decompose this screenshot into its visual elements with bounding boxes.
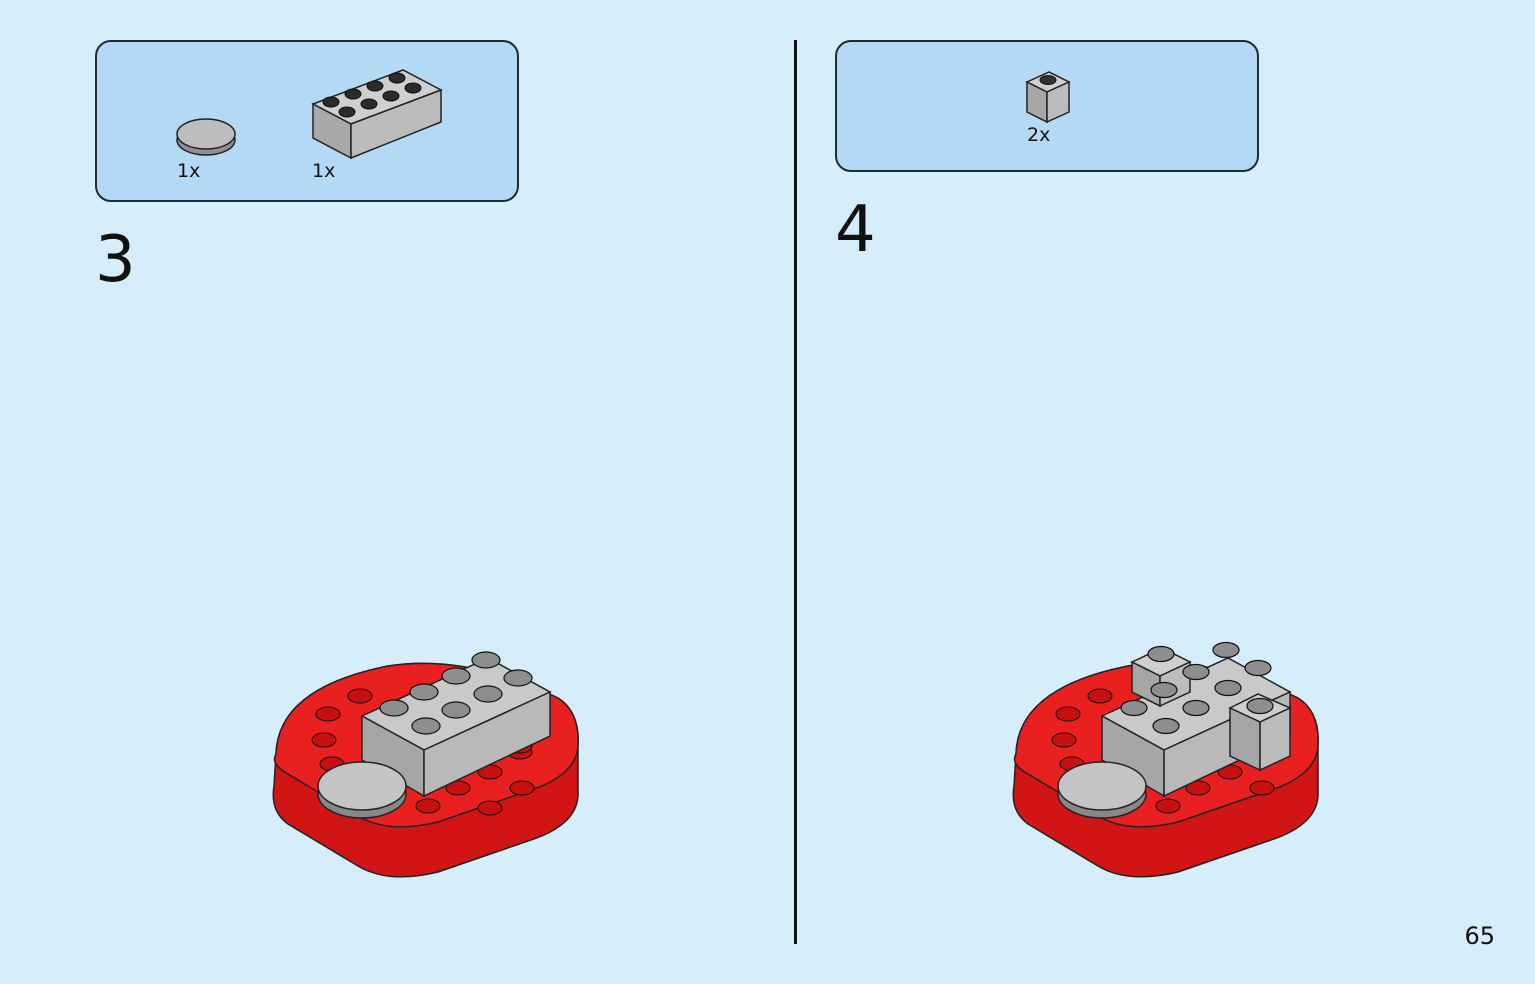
brick-2x4-gray-icon [311, 69, 443, 160]
parts-callout-step-3: 1x 1x [95, 40, 519, 202]
step-3-model-illustration [272, 651, 579, 878]
part-quantity: 1x [177, 160, 201, 182]
part-quantity: 2x [1027, 124, 1051, 146]
step-number: 4 [835, 193, 876, 267]
part-quantity: 1x [312, 160, 336, 182]
parts-callout-step-4: 2x [835, 40, 1259, 172]
brick-1x1-gray-icon [1025, 71, 1071, 124]
round-tile-2x2-gray-icon [176, 118, 236, 156]
page-divider [794, 40, 797, 944]
page-number: 65 [1464, 922, 1495, 950]
step-number: 3 [95, 223, 136, 297]
step-4-model-illustration [1012, 641, 1319, 878]
